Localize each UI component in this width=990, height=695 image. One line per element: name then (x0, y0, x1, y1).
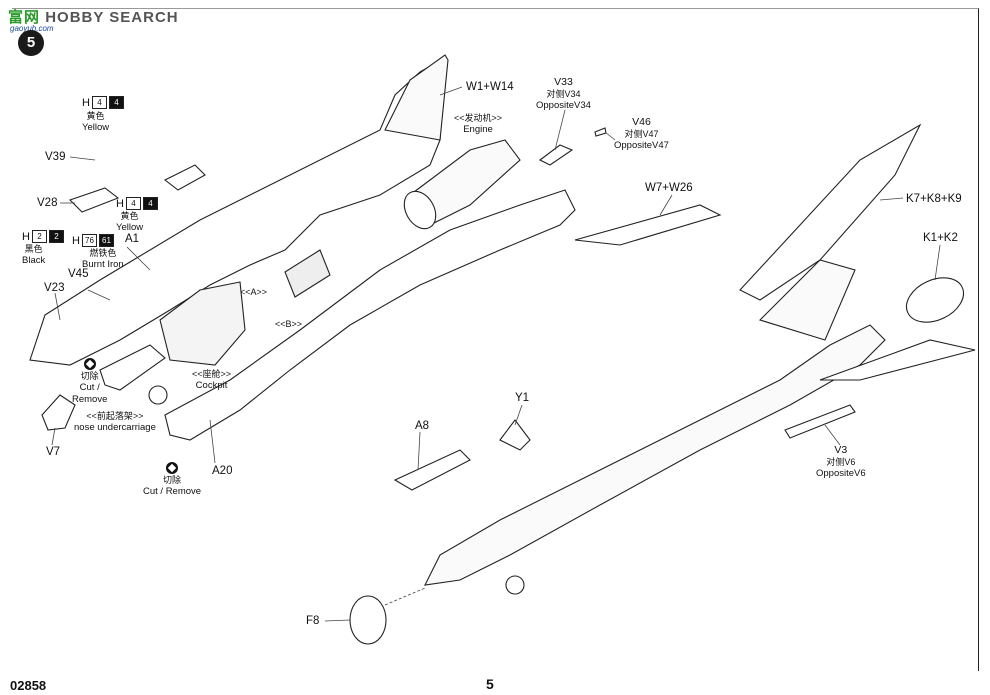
part-v3 (784, 404, 856, 439)
paint-black-name: 黑色 Black (22, 244, 46, 266)
label-a-ref: <<A>> (240, 287, 268, 297)
paint-yellow-2: H 4 4 (116, 197, 158, 210)
watermark: 富网 HOBBY SEARCH (8, 9, 179, 26)
stabilizer (819, 339, 976, 381)
part-v28-b (163, 164, 206, 191)
label-cut-remove-2: 切除 Cut / Remove (143, 462, 201, 498)
cut-icon (83, 358, 96, 371)
label-v7: V7 (46, 446, 61, 458)
paint-yellow-2-name: 黄色 Yellow (116, 211, 144, 233)
wing-w7w26 (574, 204, 722, 246)
label-k1k2: K1+K2 (923, 232, 958, 244)
label-v23: V23 (44, 282, 65, 294)
label-v3: V3 对侧V6 OppositeV6 (816, 444, 866, 479)
part-y1 (499, 419, 531, 451)
label-v28: V28 (37, 197, 58, 209)
part-k1k2 (905, 277, 965, 323)
label-v33: V33 对侧V34 OppositeV34 (536, 76, 591, 111)
label-nose-undercarriage: <<前起落架>> nose undercarriage (74, 411, 156, 433)
paint-yellow-1: H 4 4 (82, 96, 124, 109)
step-number-badge: 5 (18, 30, 44, 56)
engine-nozzle (403, 190, 437, 230)
label-cockpit: <<座舱>> Cockpit (192, 369, 232, 391)
panel-b (284, 249, 331, 298)
part-v46 (594, 127, 607, 137)
tail-fin-k7k8k9 (739, 123, 922, 301)
canopy-a8 (393, 449, 471, 491)
paint-burnt-iron: H 76 61 (72, 234, 114, 247)
paint-black: H 2 2 (22, 230, 64, 243)
fuselage-half-a1 (29, 57, 446, 366)
label-k7k8k9: K7+K8+K9 (906, 193, 962, 205)
watermark-url: gaoyub.com (10, 24, 54, 33)
page-number: 5 (486, 676, 494, 692)
paint-yellow-1-name: 黄色 Yellow (82, 111, 110, 133)
part-f8 (349, 595, 387, 645)
label-v39: V39 (45, 151, 66, 163)
label-a8: A8 (415, 420, 430, 432)
assembled-tail (758, 259, 856, 341)
part-v28 (68, 187, 120, 213)
label-b-ref: <<B>> (275, 319, 303, 329)
label-engine: <<发动机>> Engine (454, 113, 503, 135)
nose-gear-bay (99, 344, 166, 391)
label-w1w14: W1+W14 (466, 81, 514, 93)
main-wheel (505, 575, 525, 595)
label-a1: A1 (125, 233, 140, 245)
label-a20: A20 (212, 465, 233, 477)
part-v33 (538, 144, 574, 166)
fuselage-half-a20 (164, 189, 576, 441)
label-cut-remove-1: 切除 Cut / Remove (72, 358, 107, 406)
tail-fin-w1w14 (384, 54, 449, 141)
nose-wheel (148, 385, 168, 405)
label-y1: Y1 (515, 392, 530, 404)
label-v46: V46 对侧V47 OppositeV47 (614, 116, 669, 151)
cockpit-tub (159, 281, 246, 366)
label-w7w26: W7+W26 (645, 182, 693, 194)
assembled-fuselage (424, 324, 886, 586)
page-frame (12, 8, 979, 671)
label-f8: F8 (306, 615, 320, 627)
part-v7 (41, 394, 76, 431)
paint-burnt-iron-name: 燃铁色 Burnt Iron (82, 248, 124, 270)
label-v45: V45 (68, 268, 89, 280)
cut-icon-2 (166, 462, 179, 475)
catalog-number: 02858 (10, 678, 47, 693)
